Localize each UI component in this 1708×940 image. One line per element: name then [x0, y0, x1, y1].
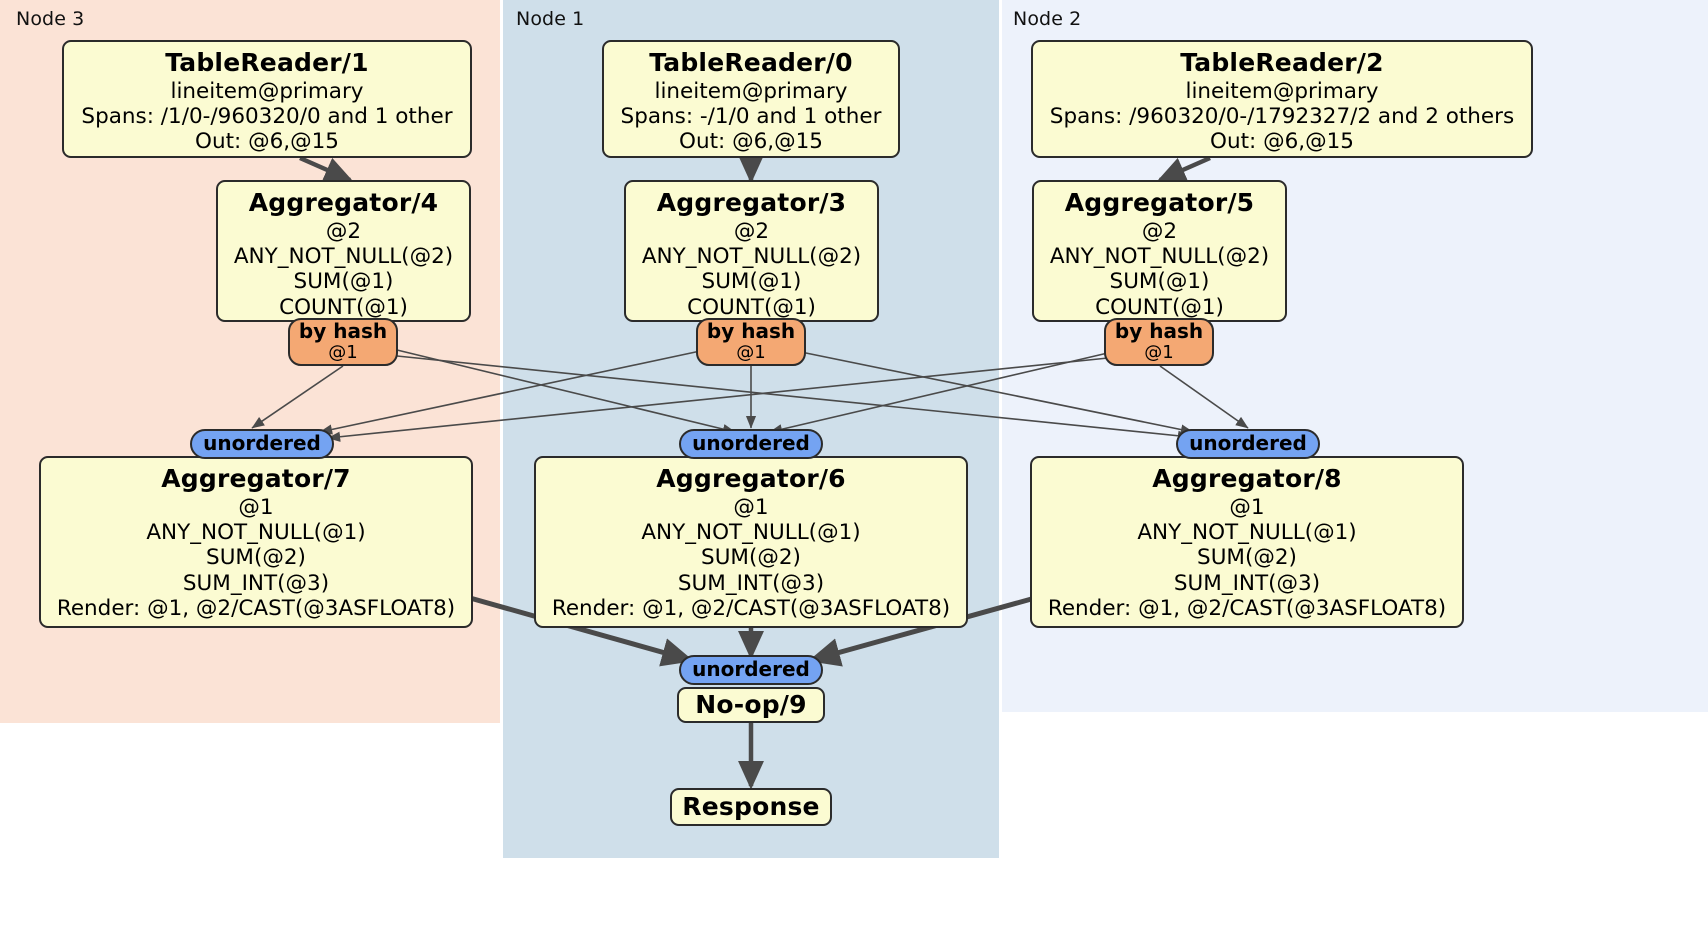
node-line: SUM(@2) — [206, 545, 306, 571]
panel-label-node2: Node 2 — [1013, 8, 1082, 30]
node-aggregator-3[interactable]: Aggregator/3 @2 ANY_NOT_NULL(@2) SUM(@1)… — [624, 180, 879, 322]
node-title: Aggregator/7 — [161, 464, 351, 493]
node-line: Render: @1, @2/CAST(@3ASFLOAT8) — [551, 595, 951, 621]
node-line: Out: @6,@15 — [679, 129, 823, 155]
router-by-hash-left[interactable]: by hash @1 — [288, 318, 398, 366]
node-line: @2 — [325, 218, 362, 244]
node-line: ANY_NOT_NULL(@1) — [146, 519, 366, 545]
node-line: Spans: /960320/0-/1792327/2 and 2 others — [1049, 103, 1515, 129]
node-line: @2 — [733, 218, 770, 244]
node-title: Aggregator/8 — [1152, 464, 1342, 493]
router-subtitle: @1 — [1144, 342, 1174, 364]
router-title: by hash — [298, 319, 388, 344]
node-tablereader-0[interactable]: TableReader/0 lineitem@primary Spans: -/… — [602, 40, 900, 158]
synchronizer-title: unordered — [203, 431, 321, 456]
router-subtitle: @1 — [736, 342, 766, 364]
node-title: TableReader/1 — [165, 48, 369, 77]
node-line: lineitem@primary — [1185, 78, 1379, 104]
synchronizer-title: unordered — [692, 431, 810, 456]
node-line: COUNT(@1) — [1095, 294, 1224, 320]
node-line: Render: @1, @2/CAST(@3ASFLOAT8) — [56, 595, 456, 621]
node-title: No-op/9 — [695, 690, 807, 720]
node-tablereader-2[interactable]: TableReader/2 lineitem@primary Spans: /9… — [1031, 40, 1533, 158]
node-title: TableReader/0 — [649, 48, 853, 77]
node-line: SUM(@1) — [701, 269, 802, 295]
node-line: Spans: /1/0-/960320/0 and 1 other — [81, 103, 453, 129]
synchronizer-title: unordered — [692, 657, 810, 682]
panel-label-node3: Node 3 — [16, 8, 85, 30]
node-title: Aggregator/4 — [248, 188, 439, 217]
panel-label-node1: Node 1 — [516, 8, 585, 30]
node-aggregator-4[interactable]: Aggregator/4 @2 ANY_NOT_NULL(@2) SUM(@1)… — [216, 180, 471, 322]
node-line: @1 — [238, 494, 274, 520]
node-title: Aggregator/5 — [1064, 188, 1255, 217]
node-line: ANY_NOT_NULL(@1) — [641, 519, 861, 545]
node-line: SUM(@2) — [701, 545, 801, 571]
node-line: Out: @6,@15 — [195, 129, 339, 155]
router-title: by hash — [706, 319, 796, 344]
node-no-op-9[interactable]: No-op/9 — [677, 687, 825, 723]
node-title: Aggregator/3 — [656, 188, 847, 217]
node-line: Out: @6,@15 — [1210, 129, 1354, 155]
node-aggregator-8[interactable]: Aggregator/8 @1 ANY_NOT_NULL(@1) SUM(@2)… — [1030, 456, 1464, 628]
node-line: SUM_INT(@3) — [677, 570, 825, 596]
node-tablereader-1[interactable]: TableReader/1 lineitem@primary Spans: /1… — [62, 40, 472, 158]
node-line: SUM(@2) — [1197, 545, 1297, 571]
node-title: Response — [682, 792, 820, 822]
node-line: ANY_NOT_NULL(@2) — [233, 243, 454, 269]
node-line: lineitem@primary — [654, 78, 848, 104]
node-line: lineitem@primary — [170, 78, 364, 104]
node-line: SUM(@1) — [293, 269, 394, 295]
synchronizer-unordered-right[interactable]: unordered — [1176, 429, 1320, 459]
router-title: by hash — [1114, 319, 1204, 344]
synchronizer-unordered-center[interactable]: unordered — [679, 429, 823, 459]
router-subtitle: @1 — [328, 342, 358, 364]
synchronizer-unordered-left[interactable]: unordered — [190, 429, 334, 459]
node-line: SUM_INT(@3) — [1173, 570, 1321, 596]
node-aggregator-5[interactable]: Aggregator/5 @2 ANY_NOT_NULL(@2) SUM(@1)… — [1032, 180, 1287, 322]
synchronizer-unordered-final[interactable]: unordered — [679, 655, 823, 685]
synchronizer-title: unordered — [1189, 431, 1307, 456]
node-line: COUNT(@1) — [279, 294, 408, 320]
node-line: @1 — [733, 494, 769, 520]
node-line: ANY_NOT_NULL(@2) — [1049, 243, 1270, 269]
router-by-hash-right[interactable]: by hash @1 — [1104, 318, 1214, 366]
node-response[interactable]: Response — [670, 788, 832, 826]
node-aggregator-7[interactable]: Aggregator/7 @1 ANY_NOT_NULL(@1) SUM(@2)… — [39, 456, 473, 628]
node-line: SUM(@1) — [1109, 269, 1210, 295]
node-line: @2 — [1141, 218, 1178, 244]
node-title: Aggregator/6 — [656, 464, 846, 493]
router-by-hash-center[interactable]: by hash @1 — [696, 318, 806, 366]
node-line: Render: @1, @2/CAST(@3ASFLOAT8) — [1047, 595, 1447, 621]
node-line: COUNT(@1) — [687, 294, 816, 320]
node-line: @1 — [1229, 494, 1265, 520]
node-line: Spans: -/1/0 and 1 other — [620, 103, 882, 129]
node-title: TableReader/2 — [1180, 48, 1384, 77]
node-line: ANY_NOT_NULL(@1) — [1137, 519, 1357, 545]
node-line: ANY_NOT_NULL(@2) — [641, 243, 862, 269]
node-line: SUM_INT(@3) — [182, 570, 330, 596]
node-aggregator-6[interactable]: Aggregator/6 @1 ANY_NOT_NULL(@1) SUM(@2)… — [534, 456, 968, 628]
